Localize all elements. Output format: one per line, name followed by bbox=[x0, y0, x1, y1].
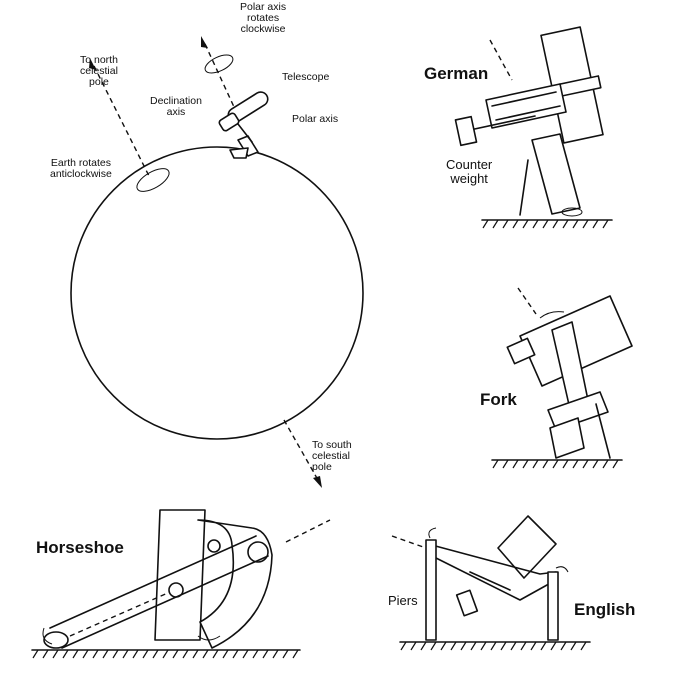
horseshoe-ring-rotation bbox=[197, 635, 221, 641]
polar-axis-dashed bbox=[204, 43, 241, 121]
horseshoe-beam-top bbox=[49, 535, 257, 629]
horseshoe-beam-bottom bbox=[61, 555, 269, 649]
fork-mount bbox=[491, 287, 633, 469]
fork-axis-line bbox=[517, 287, 537, 315]
declination-block bbox=[218, 112, 240, 132]
english-south-pier bbox=[547, 571, 559, 641]
declination-axis-label: Declination axis bbox=[150, 96, 202, 118]
german-pier bbox=[531, 133, 581, 215]
polar-axis-label: Polar axis bbox=[292, 113, 339, 125]
south-pole-label-line2: celestial bbox=[312, 450, 350, 462]
polar-rotates-label-line2: rotates bbox=[247, 12, 280, 24]
horseshoe-bearing bbox=[207, 539, 221, 553]
fork-base bbox=[547, 391, 609, 431]
horseshoe-pivot bbox=[168, 582, 184, 598]
german-mount bbox=[454, 26, 613, 229]
horseshoe-mount bbox=[31, 509, 331, 659]
english-north-pier bbox=[425, 539, 437, 641]
polar-rotation-ellipse bbox=[204, 54, 234, 74]
horseshoe-ring-hole bbox=[247, 541, 269, 563]
earth-globe bbox=[70, 58, 364, 488]
north-pole-label-line2: celestial bbox=[80, 65, 118, 77]
globe-telescope bbox=[201, 36, 269, 159]
english-telescope-tube bbox=[497, 515, 557, 579]
declination-axis-label-line1: Declination bbox=[150, 95, 202, 107]
german-axis-line bbox=[489, 39, 513, 81]
horseshoe-rotation-arrow bbox=[42, 627, 53, 645]
north-pole-label-line3: pole bbox=[89, 76, 109, 88]
english-cradle bbox=[469, 571, 511, 591]
english-frame-bottom bbox=[431, 555, 557, 601]
horseshoe-telescope-tube bbox=[154, 509, 206, 641]
english-south-rotation bbox=[555, 566, 569, 573]
north-pole-label: To north celestial pole bbox=[80, 55, 118, 88]
counterweight-label-line2: weight bbox=[450, 171, 488, 186]
fork-eyepiece bbox=[506, 337, 536, 365]
north-axis-line bbox=[93, 65, 151, 179]
german-housing-lines bbox=[491, 91, 561, 121]
counterweight-label-line1: Counter bbox=[446, 157, 493, 172]
fork-ground-hatch bbox=[492, 459, 619, 469]
german-counterweight bbox=[454, 115, 478, 147]
german-mount-title: German bbox=[424, 64, 489, 83]
declination-shaft bbox=[237, 123, 253, 143]
south-pole-label-line3: pole bbox=[312, 461, 332, 473]
earth-rotates-label-line2: anticlockwise bbox=[50, 168, 112, 180]
german-housing bbox=[485, 83, 567, 129]
north-axis-arrowhead bbox=[89, 58, 96, 70]
horseshoe-axis-line bbox=[285, 519, 331, 543]
english-north-rotation bbox=[428, 527, 437, 539]
horseshoe-polar-dashed bbox=[69, 591, 171, 637]
english-ground-hatch bbox=[400, 641, 587, 651]
earth-rotates-label-line1: Earth rotates bbox=[50, 157, 111, 169]
south-axis-arrowhead bbox=[313, 476, 322, 488]
telescope-label: Telescope bbox=[282, 71, 330, 83]
polar-rotates-label: Polar axis rotates clockwise bbox=[240, 2, 286, 35]
english-axis-line bbox=[391, 535, 427, 549]
german-ground-hatch bbox=[482, 219, 609, 229]
declination-axis-label-line2: axis bbox=[166, 106, 186, 118]
english-mount bbox=[391, 515, 591, 651]
horseshoe-mount-title: Horseshoe bbox=[36, 538, 124, 557]
horseshoe-south-bearing bbox=[43, 631, 69, 649]
polar-axis-arrowhead bbox=[201, 36, 208, 48]
fork-foot bbox=[549, 417, 585, 459]
mount-base bbox=[229, 147, 249, 159]
english-eyepiece bbox=[455, 589, 479, 617]
north-pole-label-line1: To north bbox=[80, 54, 118, 66]
south-pole-label-line1: To south bbox=[312, 439, 352, 451]
german-counterweight-shaft bbox=[469, 115, 536, 131]
horseshoe-ground-hatch bbox=[32, 649, 299, 659]
horseshoe-ring bbox=[197, 519, 273, 649]
counterweight-label: Counter weight bbox=[446, 158, 492, 186]
german-pier-leg bbox=[519, 159, 529, 216]
piers-label: Piers bbox=[388, 593, 418, 608]
fork-wedge-edge bbox=[595, 403, 611, 459]
south-axis-line bbox=[283, 419, 319, 481]
fork-mount-title: Fork bbox=[480, 390, 517, 409]
polar-rotates-label-line3: clockwise bbox=[240, 23, 286, 35]
english-mount-title: English bbox=[574, 600, 636, 619]
polar-rotates-label-line1: Polar axis bbox=[240, 1, 287, 13]
earth-rotation-ellipse bbox=[136, 168, 170, 192]
earth-circle bbox=[70, 146, 364, 440]
south-pole-label: To south celestial pole bbox=[312, 440, 352, 473]
earth-rotates-label: Earth rotates anticlockwise bbox=[50, 158, 112, 180]
fork-rotation-arc bbox=[539, 311, 565, 319]
german-base-rotation bbox=[561, 207, 583, 217]
